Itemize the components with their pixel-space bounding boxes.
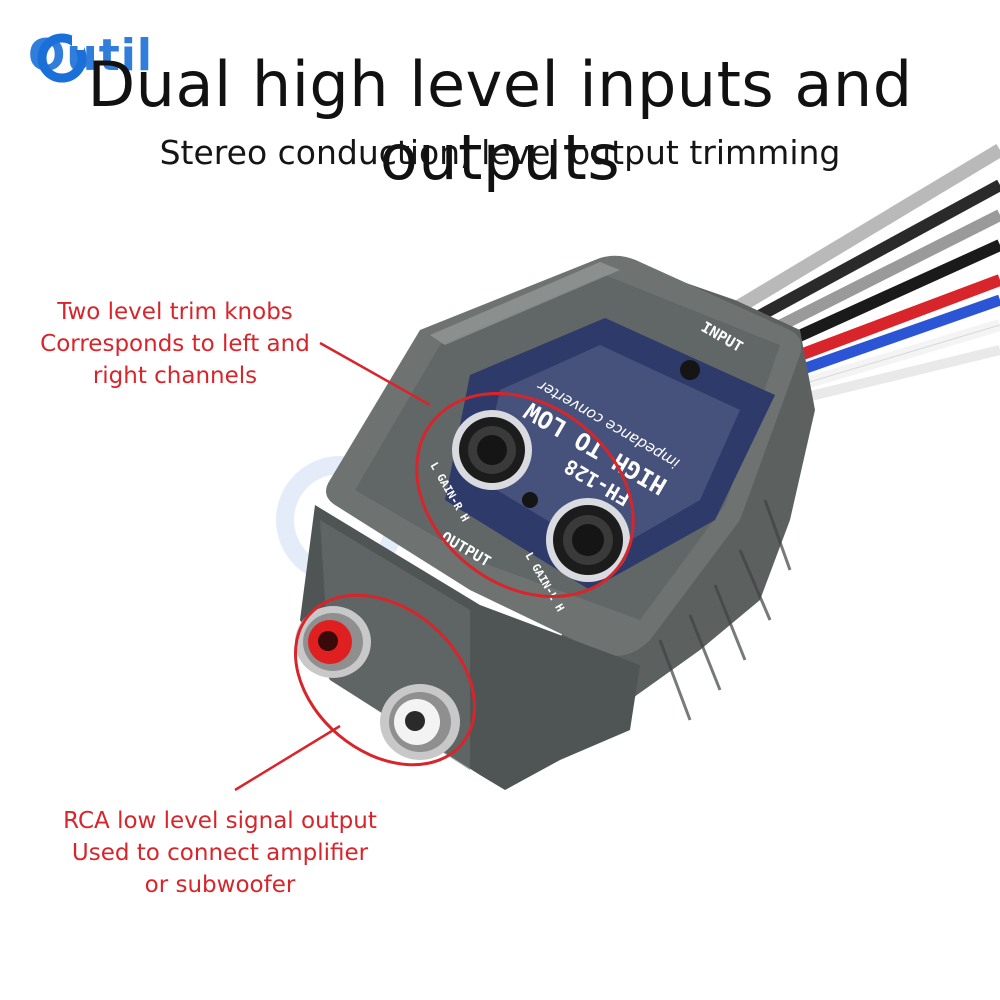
input-port-hole (680, 360, 700, 380)
gain-l-knob[interactable] (546, 498, 630, 582)
knobs-callout: Two level trim knobs Corresponds to left… (20, 296, 330, 392)
gain-r-knob[interactable] (452, 410, 532, 490)
page-title: Dual high level inputs and outputs (87, 48, 913, 194)
rca-callout: RCA low level signal output Used to conn… (40, 805, 400, 901)
knobs-highlight-ellipse (415, 391, 635, 599)
knobs-callout-line-1: Two level trim knobs (57, 299, 293, 325)
center-hole (522, 492, 538, 508)
rca-right-jack[interactable] (295, 606, 371, 678)
knobs-callout-line-3: right channels (92, 363, 258, 389)
rca-callout-line-1: RCA low level signal output (63, 808, 377, 834)
rca-callout-line-3: or subwoofer (144, 872, 296, 898)
knobs-leader-line (319, 341, 431, 407)
rca-callout-line-2: Used to connect amplifier (71, 840, 369, 866)
rca-leader-line (234, 724, 341, 792)
rca-left-jack[interactable] (380, 684, 460, 760)
knobs-callout-line-2: Corresponds to left and (40, 331, 310, 357)
rca-highlight-ellipse (294, 593, 476, 767)
brand-logo-icon (37, 33, 87, 83)
brand-name: Outil (28, 30, 153, 81)
page-subtitle: Stereo conduction, level output trimming (159, 133, 841, 172)
